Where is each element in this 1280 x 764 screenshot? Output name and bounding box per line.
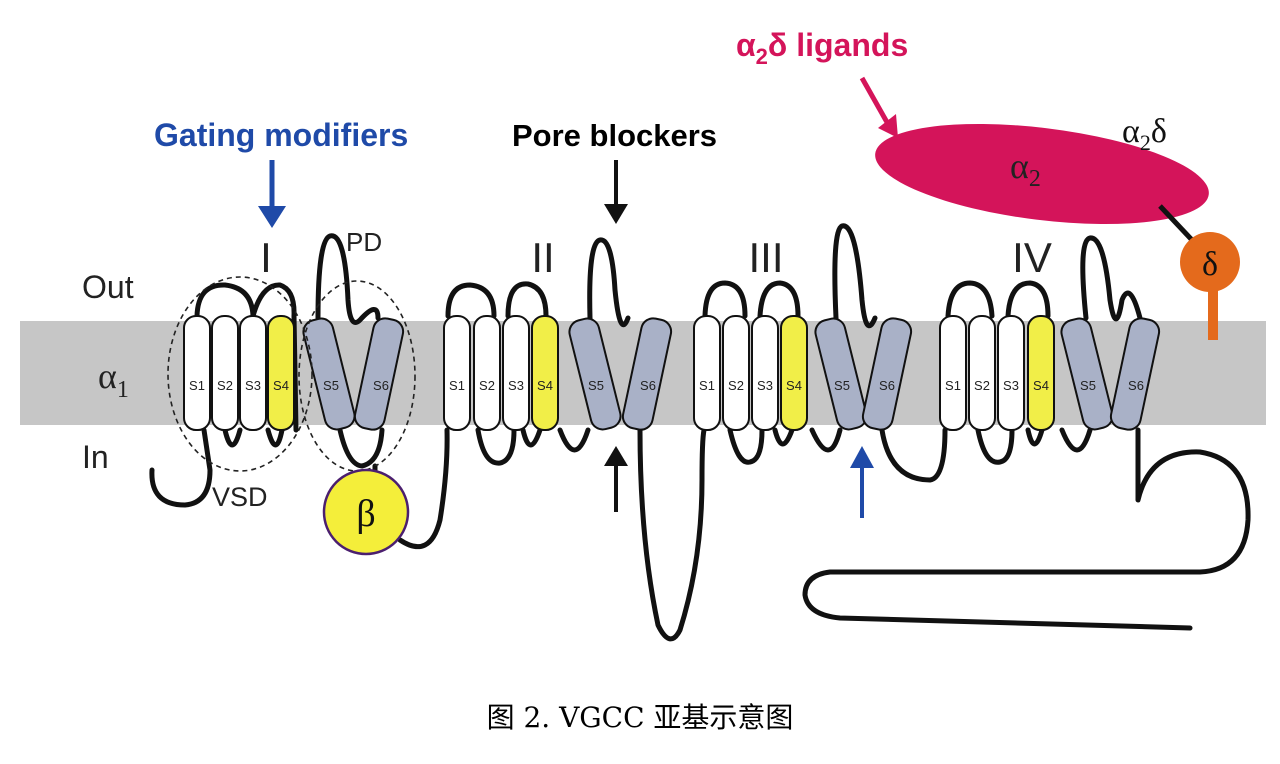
label-i-s5: S5: [323, 378, 339, 393]
label-iii-s4: S4: [786, 378, 802, 393]
gating-modifiers-arrow-bottom: [850, 446, 874, 518]
segment-iv-s1: [939, 315, 967, 431]
label-iv-s4: S4: [1033, 378, 1049, 393]
label-iii-s1: S1: [699, 378, 715, 393]
segment-iv-s2: [968, 315, 996, 431]
beta-label: β: [356, 493, 375, 535]
segment-ii-s2: [473, 315, 501, 431]
in-label: In: [82, 439, 109, 475]
delta-link: [1158, 204, 1194, 242]
vsd-outline: [167, 276, 313, 472]
segment-iv-s4: [1027, 315, 1055, 431]
a2d-ligands-label: α2δ ligands: [736, 27, 908, 69]
pore-blockers-label: Pore blockers: [512, 118, 717, 153]
label-iii-s2: S2: [728, 378, 744, 393]
delta-label: δ: [1202, 246, 1218, 283]
segment-iii-s1: [693, 315, 721, 431]
pore-blockers-arrow-top: [604, 160, 628, 224]
figure-caption: 图 2. VGCC 亚基示意图: [486, 701, 794, 734]
alpha2-subunit: [875, 123, 1209, 225]
segment-i-s6: [353, 317, 405, 431]
segment-ii-s6: [621, 317, 673, 431]
alpha1-chain: [149, 223, 1251, 642]
segment-ii-s3: [502, 315, 530, 431]
label-iv-s3: S3: [1003, 378, 1019, 393]
segment-i-s4: [267, 315, 295, 431]
domain-ii-label: II: [531, 234, 554, 281]
segment-i-s2: [211, 315, 239, 431]
label-i-s3: S3: [245, 378, 261, 393]
segment-i-s5: [302, 317, 356, 431]
label-i-s4: S4: [273, 378, 289, 393]
segment-iv-s3: [997, 315, 1025, 431]
label-ii-s5: S5: [588, 378, 604, 393]
domain-iii-label: III: [748, 234, 783, 281]
segment-iii-s3: [751, 315, 779, 431]
gating-modifiers-arrow: [258, 160, 286, 228]
label-iv-s2: S2: [974, 378, 990, 393]
segment-ii-s5: [568, 317, 622, 431]
label-iii-s5: S5: [834, 378, 850, 393]
label-iii-s6: S6: [879, 378, 895, 393]
segment-iv-s5: [1060, 317, 1114, 431]
vgcc-diagram: S1 S2 S3 S4 S5 S6 S1 S2 S3 S4 S5 S6 S1 S…: [20, 27, 1266, 642]
label-iv-s1: S1: [945, 378, 961, 393]
gating-modifiers-label: Gating modifiers: [154, 117, 408, 153]
domain-iv-segments: [939, 315, 1161, 431]
domain-i-label: I: [260, 234, 272, 281]
segment-iii-s6: [861, 317, 913, 431]
label-i-s2: S2: [217, 378, 233, 393]
a2d-ligands-arrow: [859, 76, 898, 138]
domain-ii-segments: [443, 315, 673, 431]
segment-ii-s4: [531, 315, 559, 431]
vsd-label: VSD: [212, 482, 268, 512]
segment-i-s3: [239, 315, 267, 431]
segment-iii-s2: [722, 315, 750, 431]
domain-i-segments: [183, 315, 405, 431]
label-ii-s3: S3: [508, 378, 524, 393]
domain-iv-label: IV: [1012, 234, 1052, 281]
alpha2-label: α2: [1010, 146, 1041, 192]
segment-i-s1: [183, 315, 211, 431]
segment-iii-s5: [814, 317, 868, 431]
label-i-s6: S6: [373, 378, 389, 393]
label-i-s1: S1: [189, 378, 205, 393]
label-ii-s2: S2: [479, 378, 495, 393]
a2d-label: α2δ: [1122, 113, 1167, 155]
beta-subunit: [322, 468, 410, 556]
out-label: Out: [82, 269, 134, 305]
pore-blockers-arrow-bottom: [604, 446, 628, 512]
segment-ii-s1: [443, 315, 471, 431]
label-iv-s6: S6: [1128, 378, 1144, 393]
label-iv-s5: S5: [1080, 378, 1096, 393]
domain-iii-segments: [693, 315, 913, 431]
alpha1-label: α1: [98, 356, 129, 403]
segment-labels: S1 S2 S3 S4 S5 S6 S1 S2 S3 S4 S5 S6 S1 S…: [189, 378, 1144, 393]
label-ii-s4: S4: [537, 378, 553, 393]
label-iii-s3: S3: [757, 378, 773, 393]
label-ii-s6: S6: [640, 378, 656, 393]
delta-subunit: [1180, 232, 1240, 292]
pd-label: PD: [346, 227, 382, 257]
segment-iv-s6: [1109, 317, 1161, 431]
label-ii-s1: S1: [449, 378, 465, 393]
segment-iii-s4: [780, 315, 808, 431]
